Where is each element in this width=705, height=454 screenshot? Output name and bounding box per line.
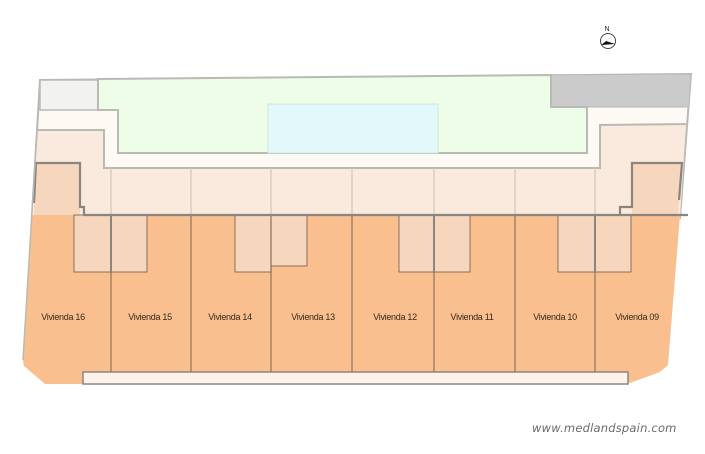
unit-label-11[interactable]: Vivienda 11 (451, 312, 494, 322)
unit-label-16[interactable]: Vivienda 16 (41, 312, 85, 322)
unit-label-12[interactable]: Vivienda 12 (373, 312, 417, 322)
watermark: www.medlandspain.com (532, 421, 677, 435)
patio-walls (110, 215, 596, 272)
wall-left (32, 161, 688, 217)
pool (267, 103, 439, 154)
unit-label-14[interactable]: Vivienda 14 (208, 312, 252, 322)
patio-corner-right (632, 163, 682, 215)
units-block (23, 215, 680, 384)
unit-label-15[interactable]: Vivienda 15 (128, 312, 172, 322)
terrace-band (32, 124, 686, 218)
svg-text:N: N (604, 26, 609, 33)
patio-corner-left (34, 163, 80, 215)
unit-label-13[interactable]: Vivienda 13 (291, 312, 335, 322)
terrace-dividers (110, 168, 596, 215)
corner-area-left (39, 79, 99, 111)
north-arrow-icon: N (600, 26, 616, 49)
unit-patios (73, 214, 632, 273)
wall-right (618, 161, 684, 215)
front-walkway (82, 371, 629, 385)
unit-label-09[interactable]: Vivienda 09 (615, 312, 659, 322)
unit-label-10[interactable]: Vivienda 10 (533, 312, 577, 322)
corner-area-right (550, 73, 692, 108)
